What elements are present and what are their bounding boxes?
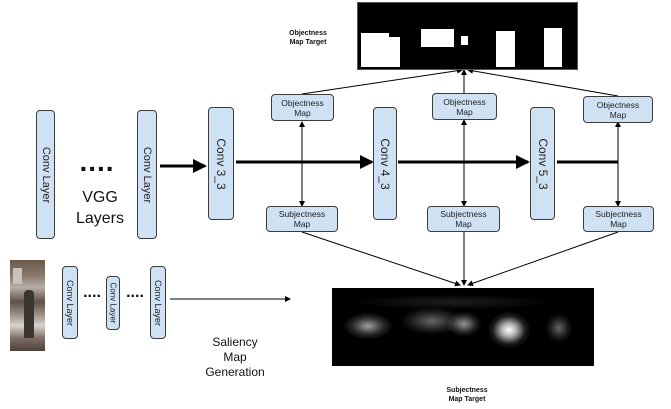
object-region-right — [544, 28, 562, 67]
subjectness-target-caption: Subjectness Map Target — [429, 386, 505, 404]
objectness-target-image — [357, 2, 578, 70]
object-region-left — [361, 33, 389, 67]
subjectness-map-3-line2: Map — [610, 219, 627, 229]
conv4-3-label: Conv 4_3 — [378, 137, 392, 190]
conv3-3-label: Conv 3_3 — [214, 137, 228, 190]
objectness-target-caption: Objectness Map Target — [274, 29, 342, 47]
objectness-target-caption-line1: Objectness — [289, 30, 327, 37]
object-region-dot — [461, 36, 468, 45]
arrow-obj3-to-target — [467, 67, 619, 97]
arrow-subj3-to-target — [467, 231, 619, 287]
subjectness-map-1: Subjectness Map — [266, 206, 338, 232]
subjectness-map-2-line2: Map — [455, 219, 472, 229]
vgg-caption-line2: Layers — [75, 210, 125, 227]
saliency-blob-3 — [447, 312, 481, 336]
input-photo — [10, 260, 45, 351]
conv5-3-block: Conv 5_3 — [530, 107, 555, 220]
vgg-caption-line1: VGG — [82, 189, 118, 206]
saliency-caption: Saliency Map Generation — [196, 335, 274, 380]
objectness-map-1-line2: Map — [294, 107, 311, 118]
saliency-blob-4 — [488, 312, 530, 348]
object-region-mid — [496, 31, 515, 67]
objectness-map-3: Objectness Map — [583, 96, 653, 123]
photo-window — [13, 268, 22, 284]
saliency-dots-1: .... — [83, 284, 101, 301]
saliency-haze — [352, 294, 552, 310]
vgg-conv-layer-1: Conv Layer — [36, 110, 55, 239]
object-region-left-narrow — [389, 37, 400, 67]
subjectness-target-caption-line1: Subjectness — [446, 387, 488, 394]
arrow-subj1-to-target — [301, 231, 461, 287]
subjectness-map-1-line1: Subjectness — [278, 209, 326, 219]
saliency-caption-line3: Generation — [205, 365, 265, 379]
object-region-center-small — [446, 37, 454, 47]
subjectness-target-image — [332, 288, 594, 366]
vgg-ellipsis: .... — [79, 146, 115, 177]
objectness-map-1: Objectness Map — [271, 94, 334, 121]
saliency-dots-2: .... — [126, 284, 144, 301]
photo-figure — [24, 290, 34, 338]
conv5-3-label: Conv 5_3 — [535, 137, 550, 190]
object-region-center — [421, 29, 454, 47]
saliency-blob-1 — [344, 313, 392, 339]
vgg-conv-layer-2: Conv Layer — [137, 110, 157, 239]
objectness-map-3-line2: Map — [609, 109, 627, 120]
objectness-map-2-line1: Objectness — [443, 96, 486, 107]
saliency-conv-layer-1: Conv Layer — [62, 266, 78, 339]
objectness-map-2-line2: Map — [456, 106, 473, 117]
vgg-conv-layer-1-label: Conv Layer — [39, 146, 52, 203]
subjectness-target-caption-line2: Map Target — [448, 396, 486, 403]
saliency-conv-layer-1-label: Conv Layer — [65, 279, 75, 326]
saliency-caption-line1: Saliency — [212, 335, 258, 349]
subjectness-map-3: Subjectness Map — [583, 206, 654, 232]
objectness-target-caption-line2: Map Target — [289, 39, 327, 46]
conv4-3-block: Conv 4_3 — [373, 107, 397, 220]
saliency-caption-line2: Map — [223, 350, 247, 364]
objectness-map-2: Objectness Map — [432, 93, 497, 120]
vgg-conv-layer-2-label: Conv Layer — [141, 146, 153, 203]
subjectness-map-1-line2: Map — [293, 219, 311, 229]
saliency-conv-layer-3-label: Conv Layer — [153, 279, 163, 326]
objectness-map-1-line1: Objectness — [281, 97, 324, 108]
saliency-blob-5 — [546, 314, 572, 342]
saliency-conv-layer-2-label: Conv Layer — [108, 282, 118, 324]
saliency-conv-layer-3: Conv Layer — [150, 266, 166, 339]
saliency-conv-layer-2: Conv Layer — [106, 276, 120, 330]
objectness-map-3-line1: Objectness — [596, 99, 640, 110]
conv3-3-block: Conv 3_3 — [208, 107, 234, 220]
subjectness-map-2-line1: Subjectness — [440, 209, 487, 219]
subjectness-map-3-line1: Subjectness — [595, 209, 642, 219]
arrow-obj1-to-target — [301, 67, 463, 95]
subjectness-map-2: Subjectness Map — [427, 206, 500, 232]
